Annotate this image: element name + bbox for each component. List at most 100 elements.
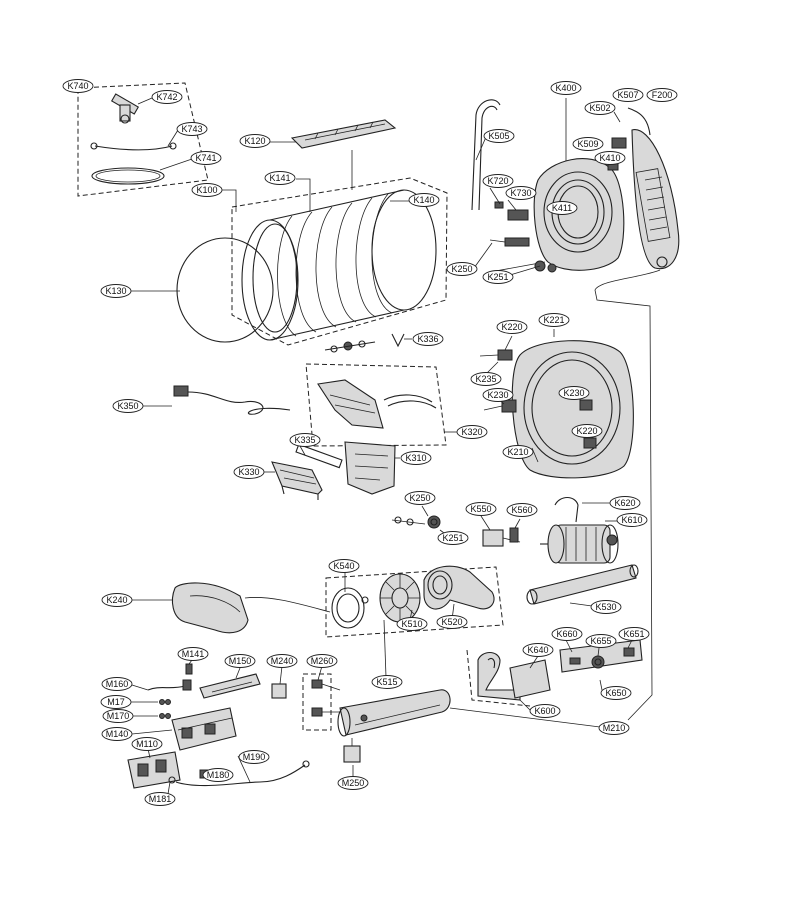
callout-text: M141 bbox=[182, 649, 205, 659]
callout-text: M190 bbox=[243, 752, 266, 762]
callout-k120: K120 bbox=[239, 134, 271, 148]
callout-k100: K100 bbox=[191, 183, 223, 197]
rear-frame-connector bbox=[594, 269, 661, 721]
k560-sensor-part bbox=[509, 527, 519, 543]
callout-text: M260 bbox=[311, 656, 334, 666]
drum-roller-part bbox=[324, 340, 376, 353]
callout-text: K230 bbox=[487, 390, 508, 400]
k235-leader bbox=[485, 361, 499, 375]
callout-text: K510 bbox=[401, 619, 422, 629]
callout-text: K509 bbox=[577, 139, 598, 149]
m110-gas-valve-part bbox=[127, 751, 181, 789]
m140-leader bbox=[131, 729, 173, 735]
m210-burner-tube-part bbox=[337, 689, 451, 737]
k730-leader bbox=[507, 199, 517, 211]
k720-leader bbox=[489, 187, 501, 205]
heater-tube-part bbox=[471, 99, 501, 211]
callout-bubble bbox=[289, 433, 321, 447]
k651-leader bbox=[627, 639, 633, 649]
k240-blower-cover-part bbox=[171, 582, 249, 634]
callout-k742: K742 bbox=[151, 90, 183, 104]
callout-text: K400 bbox=[555, 83, 576, 93]
callout-bubble bbox=[482, 388, 514, 402]
m141-sensor-part bbox=[185, 663, 193, 675]
callout-bubble bbox=[400, 451, 432, 465]
k251a-leader bbox=[509, 265, 541, 276]
callout-bubble bbox=[238, 750, 270, 764]
callout-k251b: K251 bbox=[437, 531, 469, 545]
rear-bulkhead-part bbox=[533, 158, 625, 271]
callout-k502: K502 bbox=[584, 101, 616, 115]
callout-text: K655 bbox=[590, 636, 611, 646]
callout-bubble bbox=[176, 122, 208, 136]
callout-bubble bbox=[101, 593, 133, 607]
callout-text: M170 bbox=[107, 711, 130, 721]
callout-k741: K741 bbox=[190, 151, 222, 165]
callout-bubble bbox=[100, 284, 132, 298]
callout-bubble bbox=[202, 768, 234, 782]
k100-leader bbox=[221, 189, 237, 212]
m170-screws-part bbox=[159, 699, 171, 719]
k550-leader bbox=[480, 515, 491, 531]
callout-k250b: K250 bbox=[404, 491, 436, 505]
callout-k230b: K230 bbox=[558, 386, 590, 400]
short-hose-part bbox=[94, 145, 173, 151]
callout-text: K230 bbox=[563, 388, 584, 398]
callout-text: M180 bbox=[207, 770, 230, 780]
callout-k510: K510 bbox=[396, 617, 428, 631]
callout-k650: K650 bbox=[600, 686, 632, 700]
callout-bubble bbox=[546, 201, 578, 215]
callout-bubble bbox=[239, 134, 271, 148]
callout-bubble bbox=[264, 171, 296, 185]
callout-text: K742 bbox=[156, 92, 177, 102]
power-cord-part bbox=[173, 385, 291, 415]
callout-bubble bbox=[618, 627, 650, 641]
callout-bubble bbox=[144, 792, 176, 806]
callout-k310: K310 bbox=[400, 451, 432, 465]
callout-bubble bbox=[571, 424, 603, 438]
k560-leader bbox=[514, 518, 521, 529]
m260-leader bbox=[317, 665, 323, 681]
callout-bubble bbox=[446, 262, 478, 276]
callout-m240: M240 bbox=[266, 654, 298, 668]
m240-leader bbox=[279, 665, 283, 685]
k650-bracket-part bbox=[559, 639, 643, 673]
callout-bubble bbox=[371, 675, 403, 689]
k530-tube-part bbox=[526, 564, 639, 605]
callout-k220b: K220 bbox=[571, 424, 603, 438]
k509-switch-part bbox=[611, 137, 627, 149]
callout-bubble bbox=[482, 174, 514, 188]
k515-leader bbox=[383, 619, 387, 678]
callout-bubble bbox=[496, 320, 528, 334]
m260-thermostat-part bbox=[311, 679, 341, 717]
callout-text: K410 bbox=[599, 153, 620, 163]
callout-text: K730 bbox=[510, 188, 531, 198]
k250-idler-part bbox=[391, 515, 441, 529]
callout-text: K330 bbox=[238, 467, 259, 477]
k507-harness-part bbox=[627, 107, 651, 136]
callout-text: K235 bbox=[475, 374, 496, 384]
callout-m250: M250 bbox=[337, 776, 369, 790]
callout-m190: M190 bbox=[238, 750, 270, 764]
callout-k550: K550 bbox=[465, 502, 497, 516]
callout-bubble bbox=[266, 654, 298, 668]
callout-bubble bbox=[437, 531, 469, 545]
callout-k320: K320 bbox=[456, 425, 488, 439]
callout-bubble bbox=[412, 332, 444, 346]
callout-k240: K240 bbox=[101, 593, 133, 607]
callout-k640: K640 bbox=[522, 643, 554, 657]
callout-m110: M110 bbox=[131, 737, 163, 751]
callout-text: M150 bbox=[229, 656, 252, 666]
callout-text: K620 bbox=[614, 498, 635, 508]
y-connector-part bbox=[110, 93, 140, 124]
callout-text: F200 bbox=[652, 90, 673, 100]
callout-text: K251 bbox=[487, 272, 508, 282]
callout-k743: K743 bbox=[176, 122, 208, 136]
callout-text: K140 bbox=[413, 195, 434, 205]
callout-text: M181 bbox=[149, 794, 172, 804]
callout-text: K505 bbox=[488, 131, 509, 141]
callout-k210: K210 bbox=[502, 445, 534, 459]
callout-bubble bbox=[609, 496, 641, 510]
callout-m140: M140 bbox=[101, 727, 133, 741]
callout-text: K240 bbox=[106, 595, 127, 605]
